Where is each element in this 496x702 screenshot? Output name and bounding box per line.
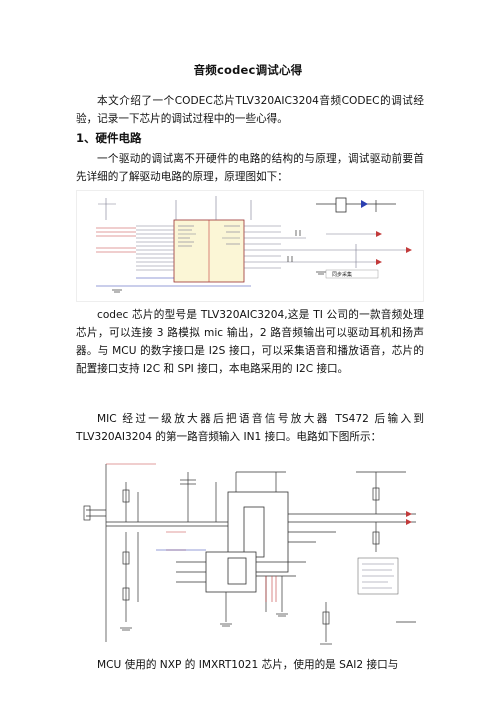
codec-schematic: 同步采集	[76, 190, 424, 302]
mic-paragraph: MIC 经过一级放大器后把语音信号放大器 TS472 后输入到 TLV320AI…	[76, 413, 424, 443]
figure-stamp-text: 同步采集	[332, 271, 352, 278]
codec-paragraph: codec 芯片的型号是 TLV320AIC3204,这是 TI 公司的一款音频…	[76, 309, 424, 375]
intro-paragraph: 本文介绍了一个CODEC芯片TLV320AIC3204音频CODEC的调试经验，…	[76, 95, 424, 125]
codec-schematic-figure: 同步采集	[76, 190, 424, 302]
mic-amplifier-schematic	[76, 452, 424, 652]
hardware-paragraph: 一个驱动的调试离不开硬件的电路的结构的与原理，调试驱动前要首先详细的了解驱动电路…	[76, 153, 424, 183]
section-heading-hardware: 1、硬件电路	[76, 131, 142, 145]
mic-amplifier-schematic-figure	[76, 452, 424, 652]
document-title: 音频codec调试心得	[193, 63, 303, 77]
mcu-paragraph: MCU 使用的 NXP 的 IMXRT1021 芯片，使用的是 SAI2 接口与	[97, 659, 399, 671]
